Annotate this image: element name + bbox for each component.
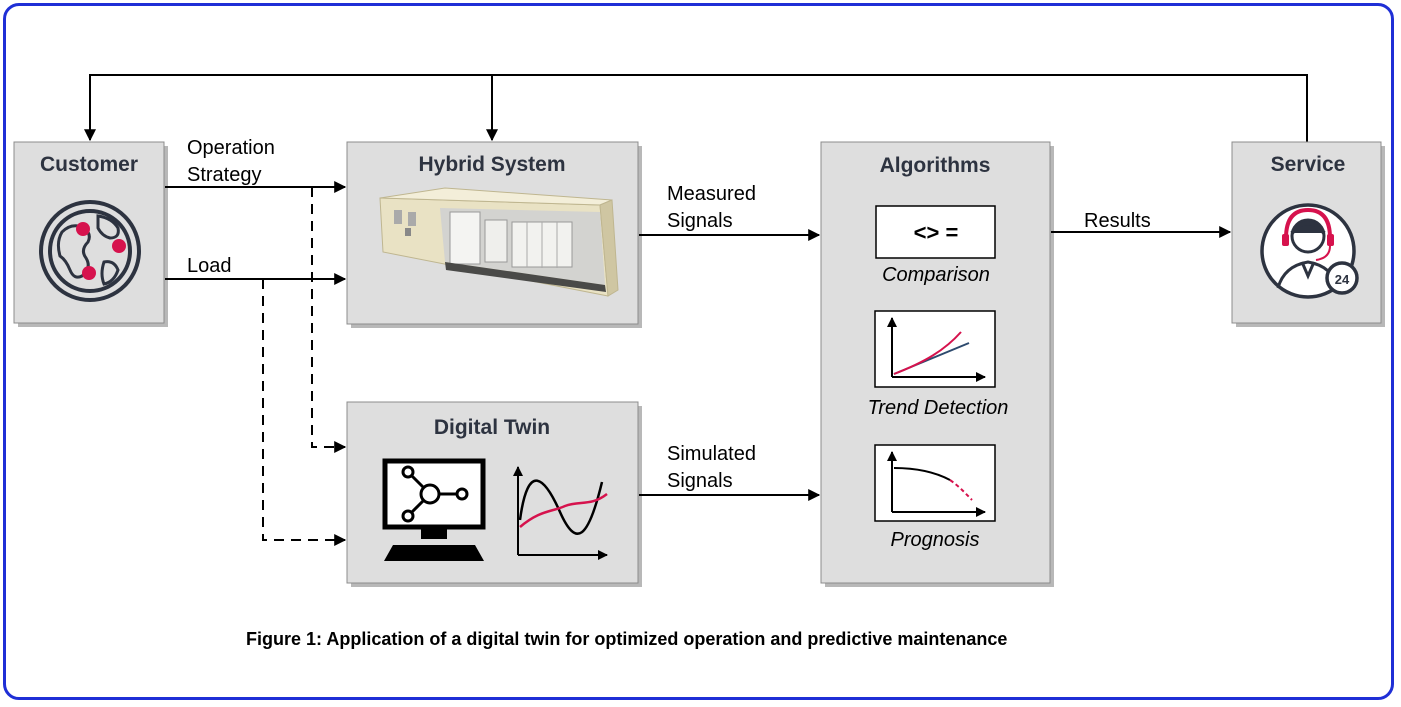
simulated-label-line1: Simulated — [667, 443, 756, 465]
service-badge: 24 — [1335, 272, 1350, 287]
comparison-symbol: <> = — [914, 220, 959, 245]
prognosis-chart-icon — [887, 451, 986, 517]
results-label: Results — [1084, 210, 1151, 232]
hybrid-system-title: Hybrid System — [418, 153, 565, 176]
comparison-label: Comparison — [882, 264, 990, 286]
operation-label-line2: Strategy — [187, 164, 261, 186]
globe-icon — [39, 200, 141, 302]
customer-title: Customer — [40, 153, 138, 176]
operation-label-line1: Operation — [187, 137, 275, 159]
measured-label-line2: Signals — [667, 210, 733, 232]
algorithms-title: Algorithms — [880, 154, 991, 177]
prognosis-card: Prognosis — [874, 444, 996, 551]
hybrid-system-box: Hybrid System — [346, 141, 642, 328]
customer-box: Customer — [13, 141, 168, 327]
trend-chart-icon — [887, 317, 986, 382]
measured-label-line1: Measured — [667, 183, 756, 205]
feedback-line — [84, 74, 1308, 142]
operation-strategy-arrow — [165, 181, 347, 453]
wave-chart-icon — [513, 466, 608, 560]
support-agent-icon: 24 — [1260, 203, 1359, 299]
trend-card: Trend Detection — [868, 310, 1009, 419]
monitor-network-icon — [382, 458, 486, 561]
comparison-card: <> = Comparison — [875, 205, 996, 286]
service-title: Service — [1271, 153, 1346, 176]
simulated-label-line2: Signals — [667, 470, 733, 492]
container-icon — [379, 187, 619, 297]
algorithms-box: Algorithms <> = Comparison Trend Detecti… — [820, 141, 1054, 587]
digital-twin-box: Digital Twin — [346, 401, 642, 587]
prognosis-label: Prognosis — [891, 529, 980, 551]
figure-frame — [3, 3, 1394, 700]
trend-label: Trend Detection — [868, 397, 1009, 419]
digital-twin-title: Digital Twin — [434, 416, 550, 439]
load-arrow — [165, 273, 347, 546]
figure-caption: Figure 1: Application of a digital twin … — [246, 629, 1007, 649]
service-box: Service 24 — [1231, 141, 1385, 327]
load-label: Load — [187, 255, 232, 277]
